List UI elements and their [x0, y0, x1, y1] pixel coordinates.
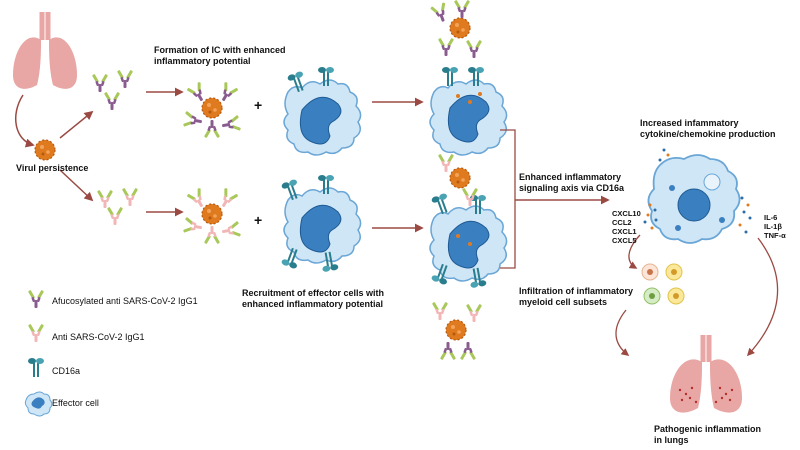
- infiltration-label-line2: myeloid cell subsets: [519, 297, 608, 307]
- cd16a-icon: [28, 358, 44, 377]
- arrow-lung-to-virus: [15, 94, 35, 148]
- effector-cell-bottom: [280, 175, 362, 273]
- chemokine-cxcl10: CXCL10: [612, 209, 641, 218]
- plus-sign-top: +: [254, 97, 263, 113]
- myeloid-cells-icon: [641, 263, 685, 305]
- cytokine-il1b: IL-1β: [764, 222, 782, 231]
- plus-sign-bottom: +: [254, 212, 263, 228]
- pathogenic-label-line2: in lungs: [654, 435, 689, 445]
- cytokine-production-label-line1: Increased infammatory: [640, 118, 739, 128]
- cytokine-dots: [738, 196, 752, 234]
- lung-icon-source: [13, 12, 77, 89]
- virus-icon-persistence: [34, 139, 56, 161]
- infiltration-label-line1: Infiltration of inflammatory: [519, 286, 634, 296]
- enhanced-signaling-label-line2: signaling axis via CD16a: [519, 183, 625, 193]
- recruitment-label-line1: Recruitment of effector cells with: [242, 288, 385, 298]
- activated-cell-bottom: [429, 153, 508, 361]
- legend-label-effector-cell: Effector cell: [52, 398, 99, 408]
- immune-complex-igg1: [182, 186, 242, 245]
- effector-cell-top: [283, 67, 362, 156]
- pathogenic-label-line1: Pathogenic inflammation: [654, 424, 762, 434]
- arrow-virus-to-igg1: [59, 169, 94, 202]
- viral-persistence-label: Virul persistence: [16, 163, 89, 173]
- arrow-to-myeloid: [628, 234, 641, 269]
- formation-ic-label-line2: inflammatory potential: [154, 56, 251, 66]
- formation-ic-label-line1: Formation of IC with enhanced: [154, 45, 286, 55]
- recruitment-label-line2: enhanced inflammatory potential: [242, 299, 384, 309]
- arrow-cell-to-lung: [746, 237, 779, 357]
- legend-label-cd16a: CD16a: [52, 366, 81, 376]
- chemokine-cxcl1: CXCL1: [612, 227, 637, 236]
- immune-complex-afucosylated: [182, 80, 242, 139]
- afucosylated-igg1-icon: [27, 289, 45, 308]
- inflammatory-cell: [647, 154, 741, 244]
- activated-cell-top: [429, 0, 508, 156]
- cytokine-tnfa: TNF-α: [764, 231, 786, 240]
- cytokine-il6: IL-6: [764, 213, 778, 222]
- afucosylated-antibody-cluster: [91, 69, 134, 110]
- arrow-virus-to-afucosylated: [59, 110, 94, 139]
- chemokine-dots: [643, 148, 670, 230]
- effector-cell-icon: [24, 391, 53, 417]
- bracket-signaling: [500, 129, 516, 269]
- chemokine-ccl2: CCL2: [612, 218, 632, 227]
- cytokine-production-label-line2: cytokine/chemokine production: [640, 129, 776, 139]
- igg1-antibody-cluster: [96, 187, 139, 225]
- legend-label-afucosylated: Afucosylated anti SARS-CoV-2 IgG1: [52, 296, 198, 306]
- anti-igg1-icon: [27, 323, 45, 342]
- lung-icon-inflamed: [670, 335, 742, 413]
- legend-label-igg1: Anti SARS-CoV-2 IgG1: [52, 332, 145, 342]
- enhanced-signaling-label-line1: Enhanced inflammatory: [519, 172, 622, 182]
- chemokine-cxcl5: CXCL5: [612, 236, 637, 245]
- arrow-myeloid-to-lung: [615, 309, 630, 356]
